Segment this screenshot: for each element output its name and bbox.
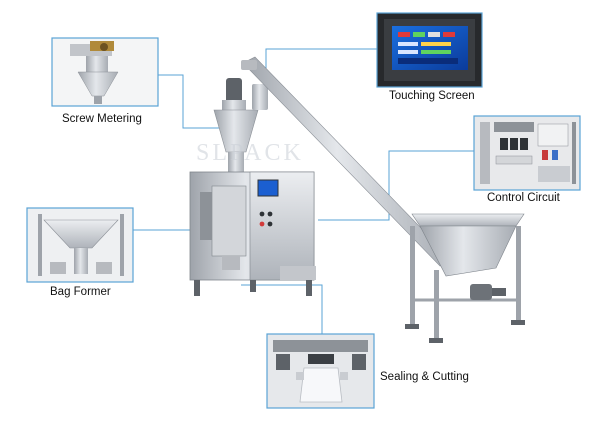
packing-machine — [189, 78, 316, 296]
inset-screw-metering — [51, 37, 159, 107]
body-screen — [257, 179, 279, 197]
auger-motor — [226, 78, 242, 104]
inset-touching-screen — [376, 12, 483, 88]
callout-control-circuit — [318, 150, 474, 221]
label-sealing-cutting: Sealing & Cutting — [380, 371, 469, 383]
metering-hopper — [213, 109, 259, 153]
inset-bag-former — [26, 207, 134, 283]
label-screw-metering: Screw Metering — [62, 113, 142, 125]
label-control-circuit: Control Circuit — [487, 192, 560, 204]
label-touching-screen: Touching Screen — [389, 90, 475, 102]
watermark: SLPACK — [196, 140, 304, 166]
label-bag-former: Bag Former — [50, 286, 111, 298]
screw-conveyor — [241, 56, 525, 343]
inset-sealing-cutting — [266, 333, 375, 409]
callout-sealing-cutting — [241, 284, 323, 334]
inset-control-circuit — [473, 115, 581, 191]
callout-screw-metering — [158, 74, 228, 129]
